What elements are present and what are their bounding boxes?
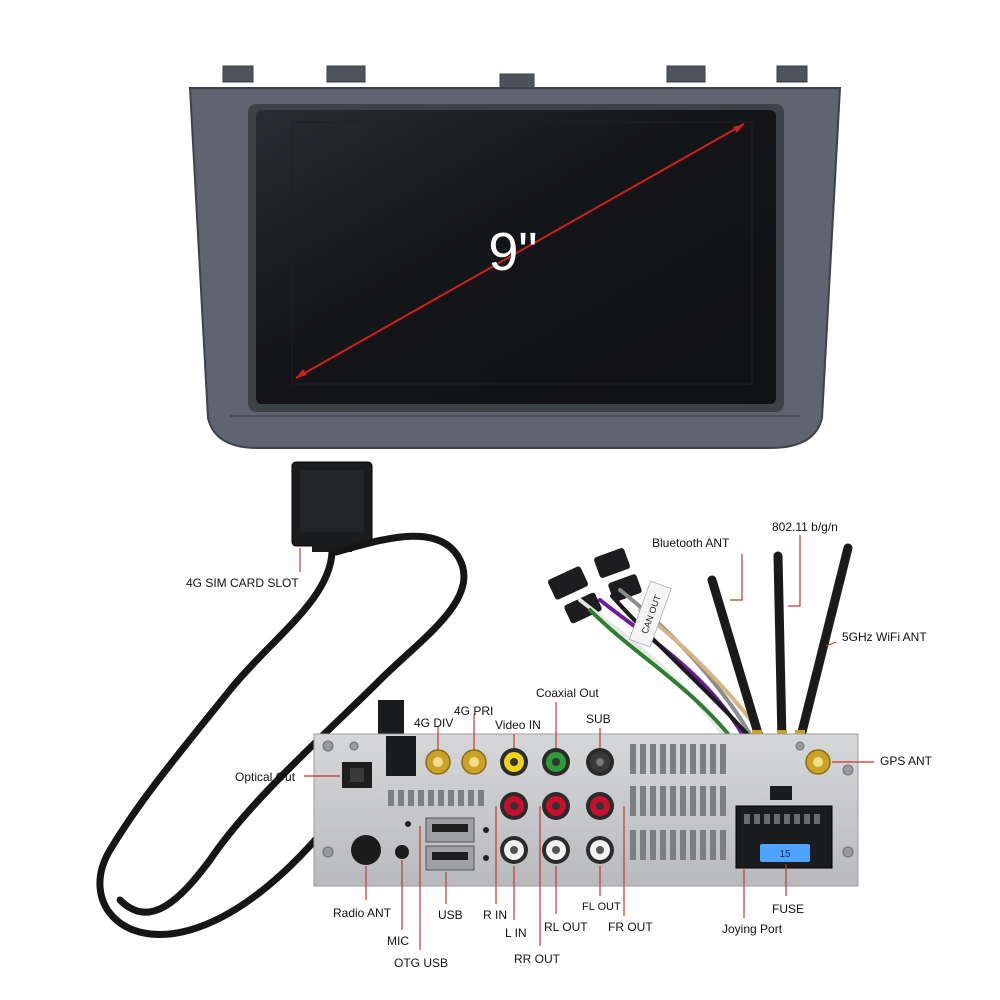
sim-card-cable [96, 461, 468, 938]
wire-harness: CAN OUT [548, 543, 853, 762]
l-in-jack [500, 836, 528, 864]
4g-pri-connector [461, 749, 487, 775]
screen [256, 110, 776, 404]
mounting-tabs [222, 65, 808, 89]
label-802-11-bgn: 802.11 b/g/n [772, 520, 838, 534]
label-fr-out: FR OUT [608, 920, 653, 934]
4g-div-connector [425, 749, 451, 775]
gps-ant-connector [805, 749, 831, 775]
label-radio-ant: Radio ANT [333, 906, 392, 920]
label-4g-div: 4G DIV [414, 716, 454, 730]
label-fuse: FUSE [772, 902, 805, 916]
label-joying-port: Joying Port [722, 922, 783, 936]
label-video-in: Video IN [495, 718, 541, 732]
screen-diagonal-line [295, 123, 745, 379]
head-unit [188, 65, 842, 449]
wifi-5-antenna [795, 543, 853, 745]
r-in-jack [500, 792, 528, 820]
label-optical-out: Optical Out [235, 770, 296, 784]
label-bluetooth-ant: Bluetooth ANT [652, 536, 730, 550]
bluetooth-antenna [707, 575, 765, 745]
wifi-24-antenna [773, 551, 787, 745]
fr-out-jack [586, 792, 614, 820]
sub-jack [586, 748, 614, 776]
label-4g-sim-card-slot: 4G SIM CARD SLOT [186, 576, 299, 590]
rr-out-jack [542, 792, 570, 820]
mic-port [395, 845, 409, 859]
fl-out-jack [586, 836, 614, 864]
callout-lines [299, 535, 874, 950]
screen-size-label: 9" [488, 222, 538, 282]
usb-ports [425, 817, 475, 871]
label-5ghz-wifi-ant: 5GHz WiFi ANT [842, 630, 927, 644]
vent-slots [388, 744, 726, 860]
label-r-in: R IN [483, 908, 507, 922]
joying-port: 15 [735, 786, 833, 869]
label-fl-out: FL OUT [582, 901, 621, 913]
rear-chassis: 15 [313, 733, 859, 887]
label-rr-out: RR OUT [514, 952, 560, 966]
screws [322, 740, 854, 858]
fuse [760, 844, 810, 862]
label-mic: MIC [387, 934, 409, 948]
label-otg-usb: OTG USB [394, 956, 449, 970]
label-4g-pri: 4G PRI [454, 704, 494, 718]
can-out-tag: CAN OUT [629, 580, 672, 648]
rl-out-jack [542, 836, 570, 864]
label-gps-ant: GPS ANT [880, 754, 933, 768]
label-sub: SUB [586, 712, 611, 726]
label-coaxial-out: Coaxial Out [536, 686, 599, 700]
fuse-rating: 15 [779, 849, 791, 860]
coaxial-out-jack [542, 748, 570, 776]
label-l-in: L IN [505, 926, 527, 940]
radio-ant-port [351, 835, 381, 865]
label-usb: USB [438, 908, 463, 922]
video-in-jack [500, 748, 528, 776]
label-rl-out: RL OUT [544, 920, 588, 934]
